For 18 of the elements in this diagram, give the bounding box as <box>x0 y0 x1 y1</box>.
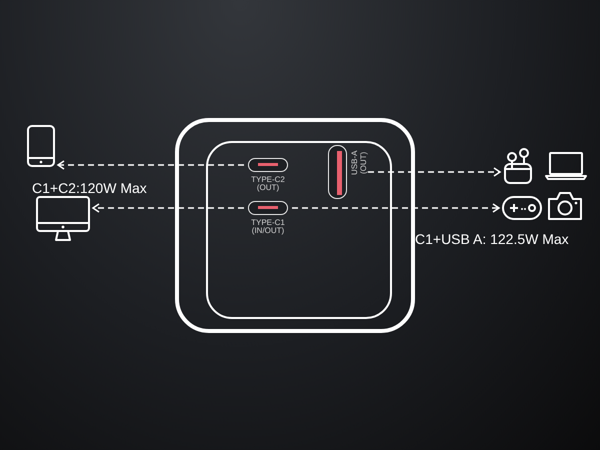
charger-body <box>175 118 415 333</box>
dashed-arrow <box>92 203 244 213</box>
phone-icon <box>27 125 55 167</box>
dashed-arrow <box>292 203 500 213</box>
port-label: TYPE-C2 (OUT) <box>250 176 286 192</box>
power-label: C1+C2:120W Max <box>32 180 147 196</box>
earbuds-icon <box>503 148 533 184</box>
port-label: TYPE-C1 (IN/OUT) <box>250 219 286 235</box>
monitor-icon <box>36 196 90 242</box>
gamepad-icon <box>502 196 542 220</box>
power-label: C1+USB A: 122.5W Max <box>415 231 569 247</box>
charger-face <box>206 141 392 319</box>
dashed-arrow <box>368 167 501 177</box>
dashed-arrow <box>57 160 244 170</box>
laptop-icon <box>545 152 587 180</box>
port-label: USB-A (OUT) <box>350 150 368 178</box>
port <box>328 145 368 199</box>
camera-icon <box>548 192 582 220</box>
